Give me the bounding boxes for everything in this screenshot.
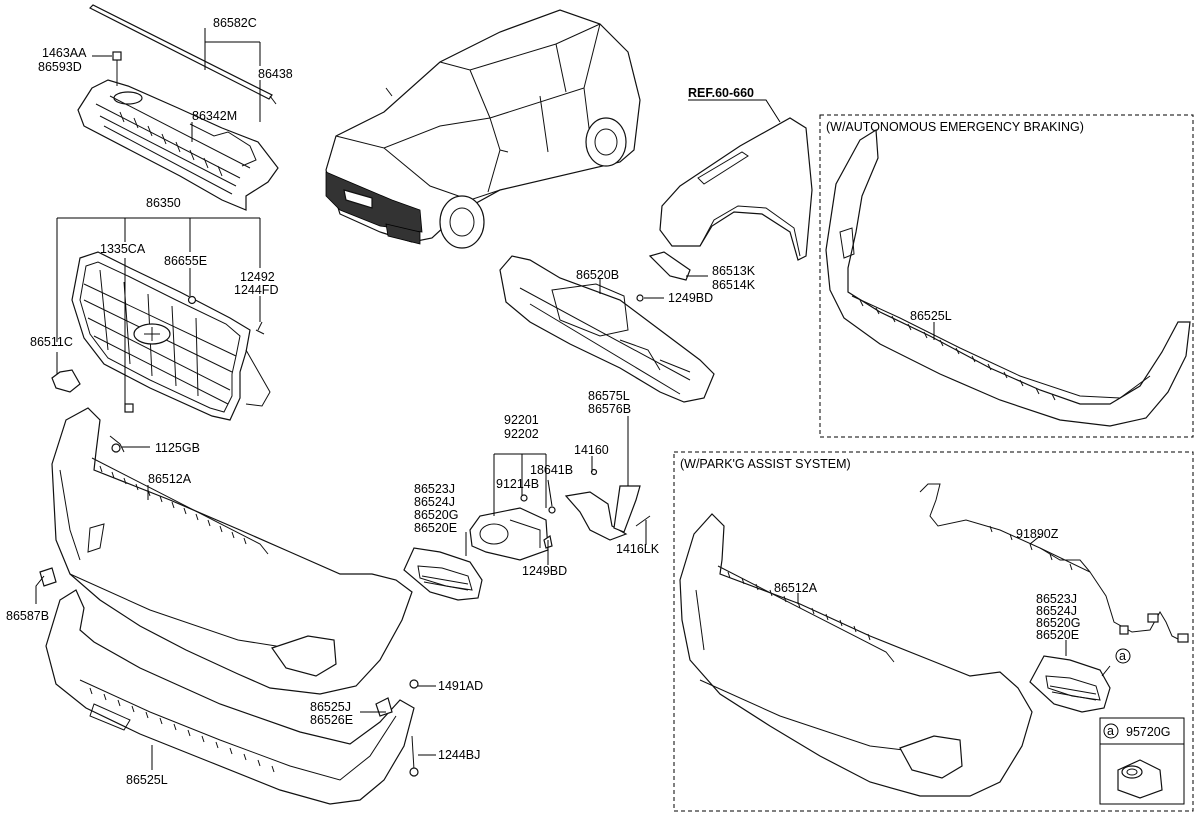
label-86438: 86438 — [258, 67, 293, 81]
label-86575L: 86575L — [588, 389, 630, 403]
label-91890Z: 91890Z — [1016, 527, 1059, 541]
circle-a-marker: a — [1119, 649, 1126, 663]
aeb-bumper-lower-part — [825, 128, 1191, 427]
parking-assist-bumper-part — [679, 513, 1033, 797]
label-91214B: 91214B — [496, 477, 539, 491]
label-86526E: 86526E — [310, 713, 353, 727]
label-86342M: 86342M — [192, 109, 237, 123]
legend-a-marker: a — [1107, 724, 1114, 738]
parking-fog-lamp-cover-part — [1029, 655, 1111, 713]
label-1244BJ: 1244BJ — [438, 748, 480, 762]
label-pa-86520G: 86520G — [1036, 616, 1080, 630]
label-86513K: 86513K — [712, 264, 756, 278]
label-1416LK: 1416LK — [616, 542, 660, 556]
cowl-strip-part — [88, 4, 277, 105]
energy-absorber-part — [499, 255, 715, 403]
label-pa-86512A: 86512A — [774, 581, 818, 595]
label-aeb-86525L: 86525L — [910, 309, 952, 323]
label-14160: 14160 — [574, 443, 609, 457]
radiator-grille-part — [51, 251, 271, 421]
label-1463AA: 1463AA — [42, 46, 87, 60]
parking-assist-option-box: (W/PARK'G ASSIST SYSTEM) — [673, 451, 1194, 812]
label-12492: 12492 — [240, 270, 275, 284]
grille-upper-cover-part — [77, 51, 279, 211]
aeb-option-box: (W/AUTONOMOUS EMERGENCY BRAKING) — [819, 114, 1194, 438]
bumper-side-bracket-part — [636, 251, 691, 302]
air-guide-part — [564, 468, 651, 541]
label-pa-86524J: 86524J — [1036, 604, 1077, 618]
label-86512A: 86512A — [148, 472, 192, 486]
aeb-box-title: (W/AUTONOMOUS EMERGENCY BRAKING) — [826, 120, 1084, 134]
label-1125GB: 1125GB — [155, 441, 200, 455]
label-18641B: 18641B — [530, 463, 573, 477]
label-pa-86520E: 86520E — [1036, 628, 1079, 642]
label-86520G: 86520G — [414, 508, 458, 522]
part-labels: 86582C 1463AA 86593D 86438 86342M 86350 … — [6, 16, 1080, 787]
sensor-legend-box: a 95720G — [1099, 717, 1185, 805]
label-95720G: 95720G — [1126, 725, 1170, 739]
label-86587B: 86587B — [6, 609, 49, 623]
label-86576B: 86576B — [588, 402, 631, 416]
label-86523J: 86523J — [414, 482, 455, 496]
fender-reference-part — [659, 117, 813, 261]
leader-lines — [35, 28, 1067, 770]
label-86520B: 86520B — [576, 268, 619, 282]
label-86655E: 86655E — [164, 254, 207, 268]
label-1335CA: 1335CA — [100, 242, 146, 256]
label-pa-86523J: 86523J — [1036, 592, 1077, 606]
label-ref-60-660: REF.60-660 — [688, 86, 754, 100]
label-1249BD-lower: 1249BD — [522, 564, 567, 578]
vehicle-illustration — [325, 9, 641, 249]
circle-a-callout: a — [1101, 648, 1131, 677]
label-86350: 86350 — [146, 196, 181, 210]
label-86511C: 86511C — [30, 335, 73, 349]
parking-box-title: (W/PARK'G ASSIST SYSTEM) — [680, 457, 851, 471]
label-1244FD: 1244FD — [234, 283, 278, 297]
label-1249BD-upper: 1249BD — [668, 291, 713, 305]
parking-sensor-wiring-part — [919, 483, 1189, 643]
label-86525L: 86525L — [126, 773, 168, 787]
label-86582C: 86582C — [213, 16, 257, 30]
label-92201: 92201 — [504, 413, 539, 427]
label-86524J: 86524J — [414, 495, 455, 509]
label-86520E: 86520E — [414, 521, 457, 535]
label-92202: 92202 — [504, 427, 539, 441]
front-bumper-cover-part — [39, 407, 413, 695]
label-1491AD: 1491AD — [438, 679, 483, 693]
label-86525J: 86525J — [310, 700, 351, 714]
fog-lamp-part — [469, 494, 556, 561]
fog-lamp-cover-part — [403, 547, 483, 601]
label-86593D: 86593D — [38, 60, 82, 74]
label-86514K: 86514K — [712, 278, 756, 292]
